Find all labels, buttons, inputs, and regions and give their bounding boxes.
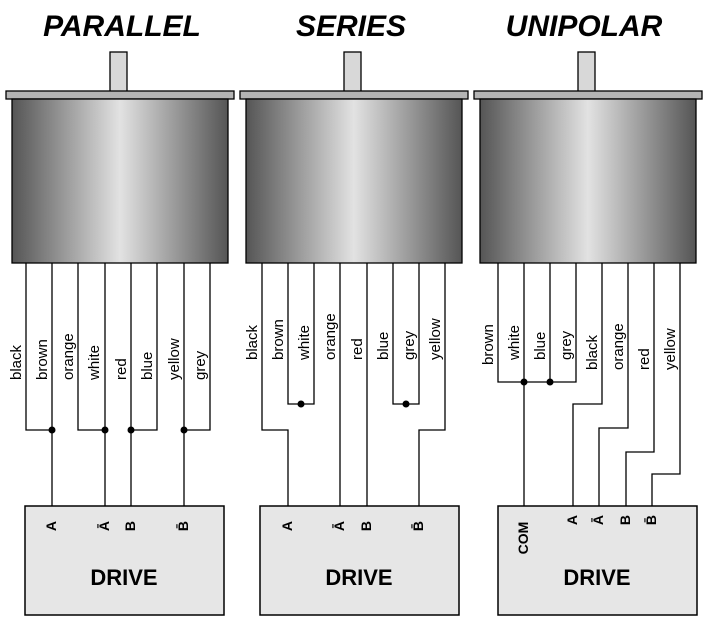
drive-label: DRIVE <box>563 565 630 590</box>
terminal-label: Ā <box>590 515 606 525</box>
junction-dot <box>297 400 305 408</box>
wire-loop <box>183 263 211 431</box>
panel-parallel: PARALLEL black brown orange white red bl… <box>5 10 235 616</box>
terminal-label: A <box>43 521 59 531</box>
wire-label: yellow <box>427 318 444 360</box>
drive-rect <box>259 505 460 616</box>
wire-label: orange <box>610 323 627 370</box>
wire-bbar <box>651 263 681 506</box>
terminal-label: A <box>279 521 295 531</box>
terminal-label: B̄ <box>409 521 426 531</box>
terminal-label: B <box>122 521 138 531</box>
wire-label: brown <box>480 324 497 365</box>
wire-label: grey <box>192 350 209 380</box>
wire-label: black <box>584 334 601 370</box>
motor-shaft <box>109 51 128 93</box>
wire-label: black <box>8 344 25 380</box>
terminal-label: COM <box>515 522 531 555</box>
motor-flange <box>473 90 703 100</box>
panel-title: UNIPOLAR <box>506 10 663 43</box>
wire-loop <box>25 263 53 431</box>
wire-label: orange <box>322 313 339 360</box>
panel-title: PARALLEL <box>43 10 201 43</box>
wire-bbar <box>418 263 446 506</box>
motor-flange <box>239 90 469 100</box>
wire-loop <box>77 263 106 431</box>
wire-label: grey <box>401 330 418 360</box>
wire-a <box>572 263 603 506</box>
motor-shaft <box>577 51 596 93</box>
drive-label: DRIVE <box>325 565 392 590</box>
wire-label: white <box>296 325 313 361</box>
terminal-label: Ā <box>331 521 347 531</box>
motor-body <box>11 98 229 264</box>
drive-box: COM A Ā B B̄ DRIVE <box>497 505 698 616</box>
wire-label: orange <box>60 333 77 380</box>
drive-label: DRIVE <box>90 565 157 590</box>
wire-label: red <box>349 338 366 360</box>
wire-label: grey <box>558 330 575 360</box>
panel-series: SERIES black brown white orange red blue… <box>239 10 469 616</box>
junction-dot <box>180 426 188 434</box>
drive-rect <box>497 505 698 616</box>
terminal-label: B <box>358 521 374 531</box>
junction-dot <box>546 378 554 386</box>
motor-flange <box>5 90 235 100</box>
motor-body <box>479 98 697 264</box>
terminal-label: B̄ <box>642 515 659 525</box>
wires <box>261 263 446 506</box>
drive-rect <box>24 505 225 616</box>
motor <box>239 51 469 264</box>
wire-abar <box>598 263 629 506</box>
motor <box>473 51 703 264</box>
wire-a <box>261 263 289 506</box>
wire-label: brown <box>34 339 51 380</box>
motor-body <box>245 98 463 264</box>
wire-label: white <box>86 345 103 381</box>
wire-label: black <box>244 324 261 360</box>
motor-shaft <box>343 51 362 93</box>
panel-title: SERIES <box>296 10 406 43</box>
panel-unipolar: UNIPOLAR brown white blue grey black ora… <box>473 10 703 616</box>
terminal-label: Ā <box>96 521 112 531</box>
wire-common-bus <box>497 263 577 383</box>
wire-label: yellow <box>166 338 183 380</box>
wire-b <box>625 263 655 506</box>
wires <box>497 263 681 506</box>
wire-labels: black brown white orange red blue grey y… <box>244 313 444 361</box>
wire-label: blue <box>139 352 156 380</box>
terminal-label: B <box>617 515 633 525</box>
wire-label: white <box>506 325 523 361</box>
junction-dot <box>127 426 135 434</box>
wire-label: red <box>113 358 130 380</box>
wire-label: brown <box>270 319 287 360</box>
wire-loop <box>130 263 158 431</box>
wire-label: yellow <box>662 328 679 370</box>
wire-labels: black brown orange white red blue yellow… <box>8 333 209 381</box>
junction-dot <box>48 426 56 434</box>
junction-dot <box>402 400 410 408</box>
wire-label: red <box>636 348 653 370</box>
wires <box>25 263 211 506</box>
wire-label: blue <box>532 332 549 360</box>
motor <box>5 51 235 264</box>
wire-labels: brown white blue grey black orange red y… <box>480 323 679 370</box>
wire-label: blue <box>375 332 392 360</box>
terminal-label: B̄ <box>174 521 191 531</box>
drive-box: A Ā B B̄ DRIVE <box>259 505 460 616</box>
terminal-label: A <box>564 515 580 525</box>
junction-dot <box>101 426 109 434</box>
junction-dot <box>520 378 528 386</box>
drive-box: A Ā B B̄ DRIVE <box>24 505 225 616</box>
